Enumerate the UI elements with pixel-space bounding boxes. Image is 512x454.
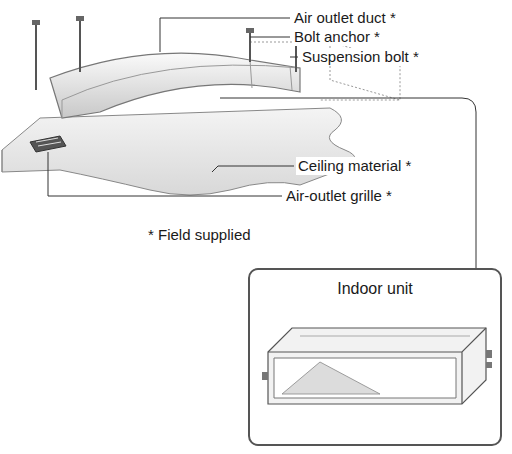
part-label: Air outlet duct *: [292, 9, 398, 27]
box-title: Indoor unit: [250, 280, 500, 298]
callout-box: Indoor unit: [248, 268, 502, 446]
part-label: Air-outlet grille *: [284, 187, 394, 205]
note: * Field supplied: [146, 226, 253, 244]
part-label: Ceiling material *: [296, 157, 413, 175]
part-label: Bolt anchor *: [292, 28, 382, 46]
part-label: Suspension bolt *: [300, 48, 421, 66]
